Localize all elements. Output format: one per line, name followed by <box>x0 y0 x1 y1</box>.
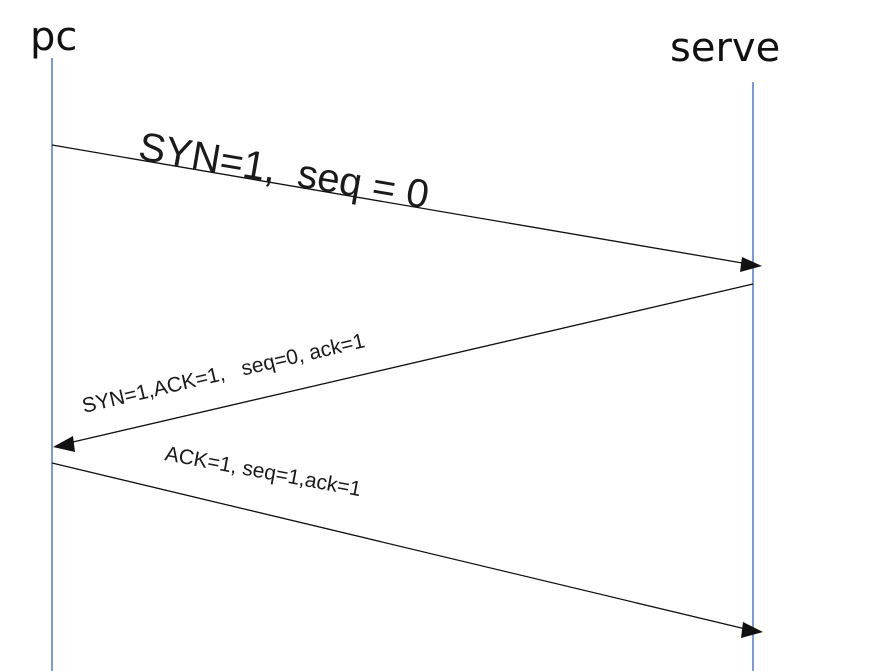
message-label-ack: ACK=1, seq=1,ack=1 <box>163 442 363 501</box>
participant-label-pc: pc <box>30 14 77 60</box>
message-arrow-ack <box>51 462 755 632</box>
message-label-syn: SYN=1, seq = 0 <box>135 125 432 218</box>
arrowhead-icon <box>741 622 763 638</box>
arrowhead-icon <box>53 436 75 452</box>
participant-label-serve: serve <box>670 25 780 71</box>
message-label-syn-ack: SYN=1,ACK=1, seq=0, ack=1 <box>80 329 367 418</box>
message-arrow-syn <box>51 144 755 266</box>
message-arrow-syn-ack <box>59 283 754 446</box>
arrowhead-icon <box>740 257 762 272</box>
